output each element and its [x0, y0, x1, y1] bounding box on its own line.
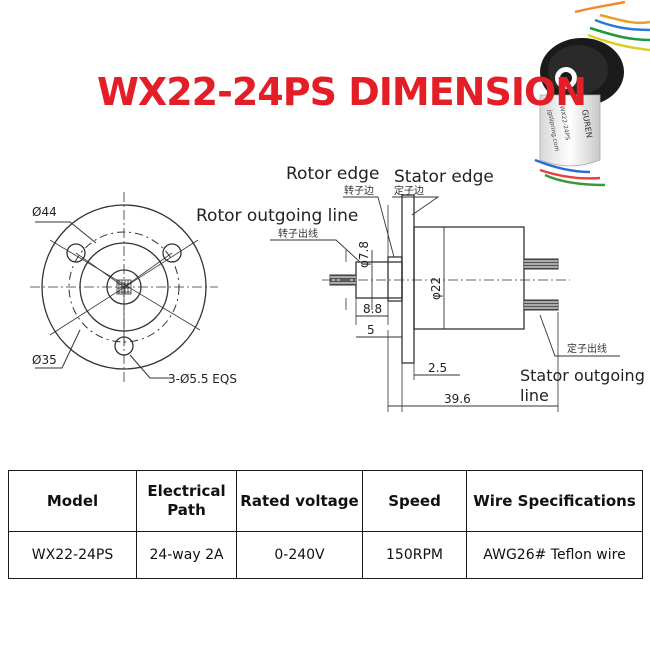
- rotor-collar: [387, 256, 403, 302]
- header-model: Model: [8, 470, 137, 532]
- dim-2-5: 2.5: [428, 361, 447, 375]
- cell-rated-voltage: 0-240V: [236, 531, 363, 579]
- header-wire-spec: Wire Specifications: [466, 470, 643, 532]
- stator-outgoing-label: Stator outgoing line: [520, 366, 645, 405]
- header-rated-voltage: Rated voltage: [236, 470, 363, 532]
- stator-edge-cn-label: 定子边: [394, 184, 424, 197]
- dim-rotor-dia: φ7.8: [357, 241, 371, 268]
- cell-model: WX22-24PS: [8, 531, 137, 579]
- stator-outgoing-label-box: Stator outgoing line: [520, 366, 645, 405]
- cell-electrical-path: 24-way 2A: [136, 531, 237, 579]
- dim-8-8: 8.8: [363, 302, 382, 316]
- page-title: WX22-24PS DIMENSION: [97, 70, 587, 114]
- dim-body-dia: φ22: [429, 277, 443, 300]
- cell-speed: 150RPM: [362, 531, 467, 579]
- side-view: [270, 194, 620, 412]
- rotor-edge-label: Rotor edge: [286, 164, 379, 184]
- spec-table: Model Electrical Path Rated voltage Spee…: [8, 470, 643, 579]
- rotor-edge-cn-label: 转子边: [344, 184, 374, 197]
- side-body: [413, 226, 525, 330]
- dim-total: 39.6: [444, 392, 471, 406]
- table-row: WX22-24PS 24-way 2A 0-240V 150RPM AWG26#…: [8, 531, 643, 579]
- rotor-outgoing-label: Rotor outgoing line: [196, 206, 358, 226]
- bolt-circle-label: Ø35: [32, 353, 57, 367]
- stator-wires-icon: [523, 258, 559, 311]
- mount-hole-icon: [66, 243, 86, 263]
- mount-hole-icon: [162, 243, 182, 263]
- header-electrical-path: Electrical Path: [136, 470, 237, 532]
- table-header-row: Model Electrical Path Rated voltage Spee…: [8, 470, 643, 532]
- dim-5: 5: [367, 323, 375, 337]
- stator-edge-label: Stator edge: [394, 167, 494, 187]
- outer-dia-label: Ø44: [32, 205, 57, 219]
- header-speed: Speed: [362, 470, 467, 532]
- front-view: [30, 192, 218, 382]
- side-flange: [401, 194, 415, 364]
- stator-outgoing-cn-label: 定子出线: [567, 342, 607, 355]
- rotor-outgoing-cn-label: 转子出线: [278, 227, 318, 240]
- holes-label: 3-Ø5.5 EQS: [168, 372, 237, 386]
- slip-ring-body-icon: [539, 94, 601, 167]
- cell-wire-spec: AWG26# Teflon wire: [466, 531, 643, 579]
- wires-icon: [534, 0, 650, 187]
